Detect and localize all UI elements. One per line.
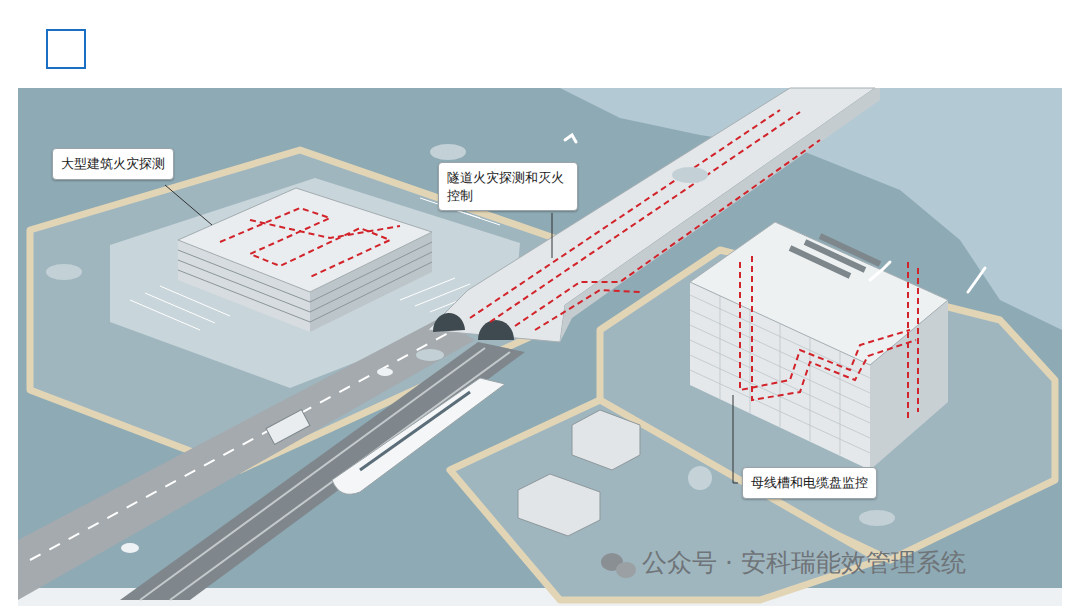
cloud bbox=[859, 510, 895, 526]
callout-text: 母线槽和电缆盘监控 bbox=[751, 474, 868, 492]
cloud bbox=[430, 144, 466, 160]
car bbox=[121, 543, 139, 553]
tree bbox=[688, 466, 712, 490]
leader-line bbox=[165, 185, 212, 225]
ground bbox=[18, 88, 1062, 588]
rail-bridge bbox=[120, 342, 525, 600]
bird bbox=[870, 262, 890, 280]
callout-box: 隧道火灾探测和灭火控制 bbox=[438, 162, 578, 211]
tunnel-portal bbox=[478, 320, 514, 340]
car bbox=[377, 368, 393, 376]
callout-box: 大型建筑火灾探测 bbox=[52, 148, 174, 180]
tunnel-portal bbox=[433, 313, 465, 332]
truck bbox=[266, 410, 310, 445]
leader-line bbox=[552, 213, 553, 258]
rail-track bbox=[140, 348, 510, 600]
callout-text: 隧道火灾探测和灭火控制 bbox=[447, 169, 569, 204]
busway-cable bbox=[908, 262, 918, 420]
train-windows bbox=[360, 392, 470, 470]
cloud bbox=[672, 167, 708, 183]
bird bbox=[968, 268, 985, 292]
blue-square bbox=[47, 30, 85, 68]
bird bbox=[565, 135, 576, 142]
cloud bbox=[416, 349, 444, 361]
building-roof bbox=[690, 222, 948, 365]
busway-cable bbox=[752, 256, 916, 400]
callout-text: 大型建筑火灾探测 bbox=[61, 155, 165, 173]
wechat-icon bbox=[601, 553, 636, 578]
detector-cable bbox=[220, 208, 400, 278]
busway-cable bbox=[740, 262, 910, 390]
leader-line bbox=[733, 395, 738, 483]
roof-equipment bbox=[790, 236, 880, 276]
small-building bbox=[572, 410, 640, 470]
building-roof bbox=[178, 188, 432, 292]
train bbox=[332, 378, 505, 494]
cloud bbox=[46, 264, 82, 280]
watermark: 公众号 · 安科瑞能效管理系统 bbox=[642, 546, 966, 579]
detector-cable bbox=[535, 290, 640, 330]
callout-box: 母线槽和电缆盘监控 bbox=[742, 467, 877, 499]
small-building bbox=[518, 474, 600, 536]
